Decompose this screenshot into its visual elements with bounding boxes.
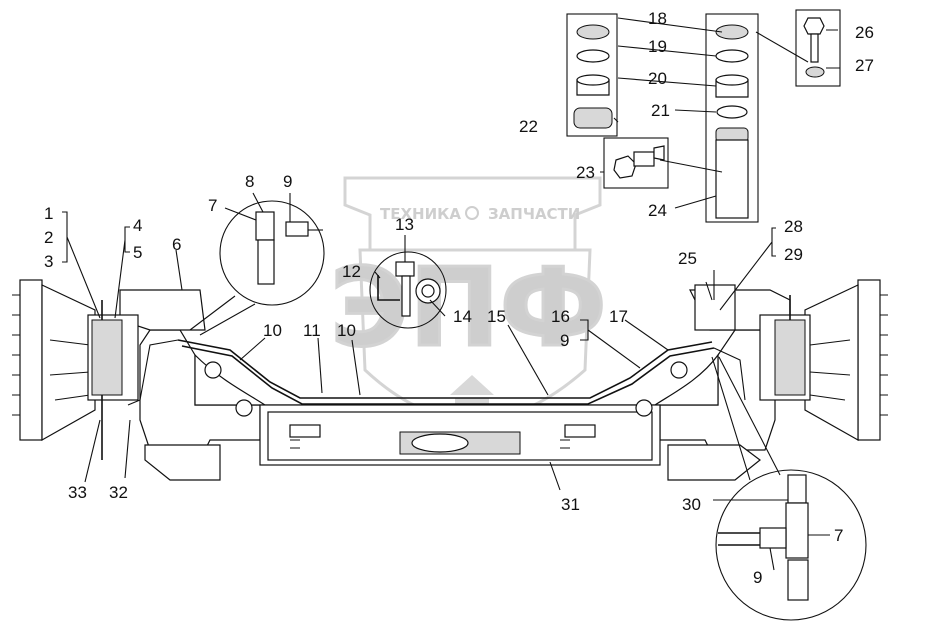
callout-5: 5 [133, 243, 142, 262]
callout-26: 26 [855, 23, 874, 42]
callout-29: 29 [784, 245, 803, 264]
watermark-text-right: ЗАПЧАСТИ [488, 205, 580, 223]
exploded-right-stack [705, 13, 759, 223]
detail-view-center [369, 251, 447, 329]
leader-lines [62, 17, 840, 571]
left-hub [12, 279, 139, 460]
callout-1: 1 [44, 204, 53, 223]
exploded-grease-fitting [603, 137, 669, 189]
callout-7-bottom: 7 [834, 526, 843, 545]
gear-icon [465, 206, 479, 220]
hydraulic-lines [127, 339, 746, 406]
callout-9-top: 9 [283, 172, 292, 191]
callout-11: 11 [303, 321, 321, 340]
callout-labels: 1 2 3 4 5 6 7 8 9 10 11 10 12 13 14 15 1… [44, 9, 874, 587]
callout-10-left: 10 [263, 321, 282, 340]
callout-25: 25 [678, 249, 697, 268]
callout-12: 12 [342, 262, 361, 281]
callout-2: 2 [44, 228, 53, 247]
kingpin-housing [694, 284, 736, 331]
callout-30: 30 [682, 495, 701, 514]
detail-view-bottom-right [711, 356, 867, 621]
callout-16: 16 [551, 307, 570, 326]
callout-13: 13 [395, 215, 414, 234]
callout-22: 22 [519, 117, 538, 136]
callout-14: 14 [453, 307, 472, 326]
right-hub [759, 279, 888, 442]
callout-18: 18 [648, 9, 667, 28]
callout-3: 3 [44, 252, 53, 271]
callout-9-bottom: 9 [753, 568, 762, 587]
callout-32: 32 [109, 483, 128, 502]
callout-27: 27 [855, 56, 874, 75]
callout-24: 24 [648, 201, 667, 220]
callout-7-top: 7 [208, 196, 217, 215]
callout-4: 4 [133, 216, 142, 235]
callout-17: 17 [609, 307, 628, 326]
callout-19: 19 [648, 37, 667, 56]
callout-23: 23 [576, 163, 595, 182]
callout-20: 20 [648, 69, 667, 88]
watermark-text-left: ТЕХНИКА [380, 205, 461, 223]
callout-10-center: 10 [337, 321, 356, 340]
callout-21: 21 [651, 101, 670, 120]
callout-33: 33 [68, 483, 87, 502]
axle-beam [119, 289, 791, 481]
callout-15: 15 [487, 307, 506, 326]
callout-28: 28 [784, 217, 803, 236]
callout-6: 6 [172, 235, 181, 254]
detail-view-top-left [189, 200, 325, 336]
callout-31: 31 [561, 495, 580, 514]
exploded-left-stack [566, 13, 618, 137]
callout-8: 8 [245, 172, 254, 191]
callout-9-center: 9 [560, 331, 569, 350]
exploded-bolt [795, 9, 841, 87]
